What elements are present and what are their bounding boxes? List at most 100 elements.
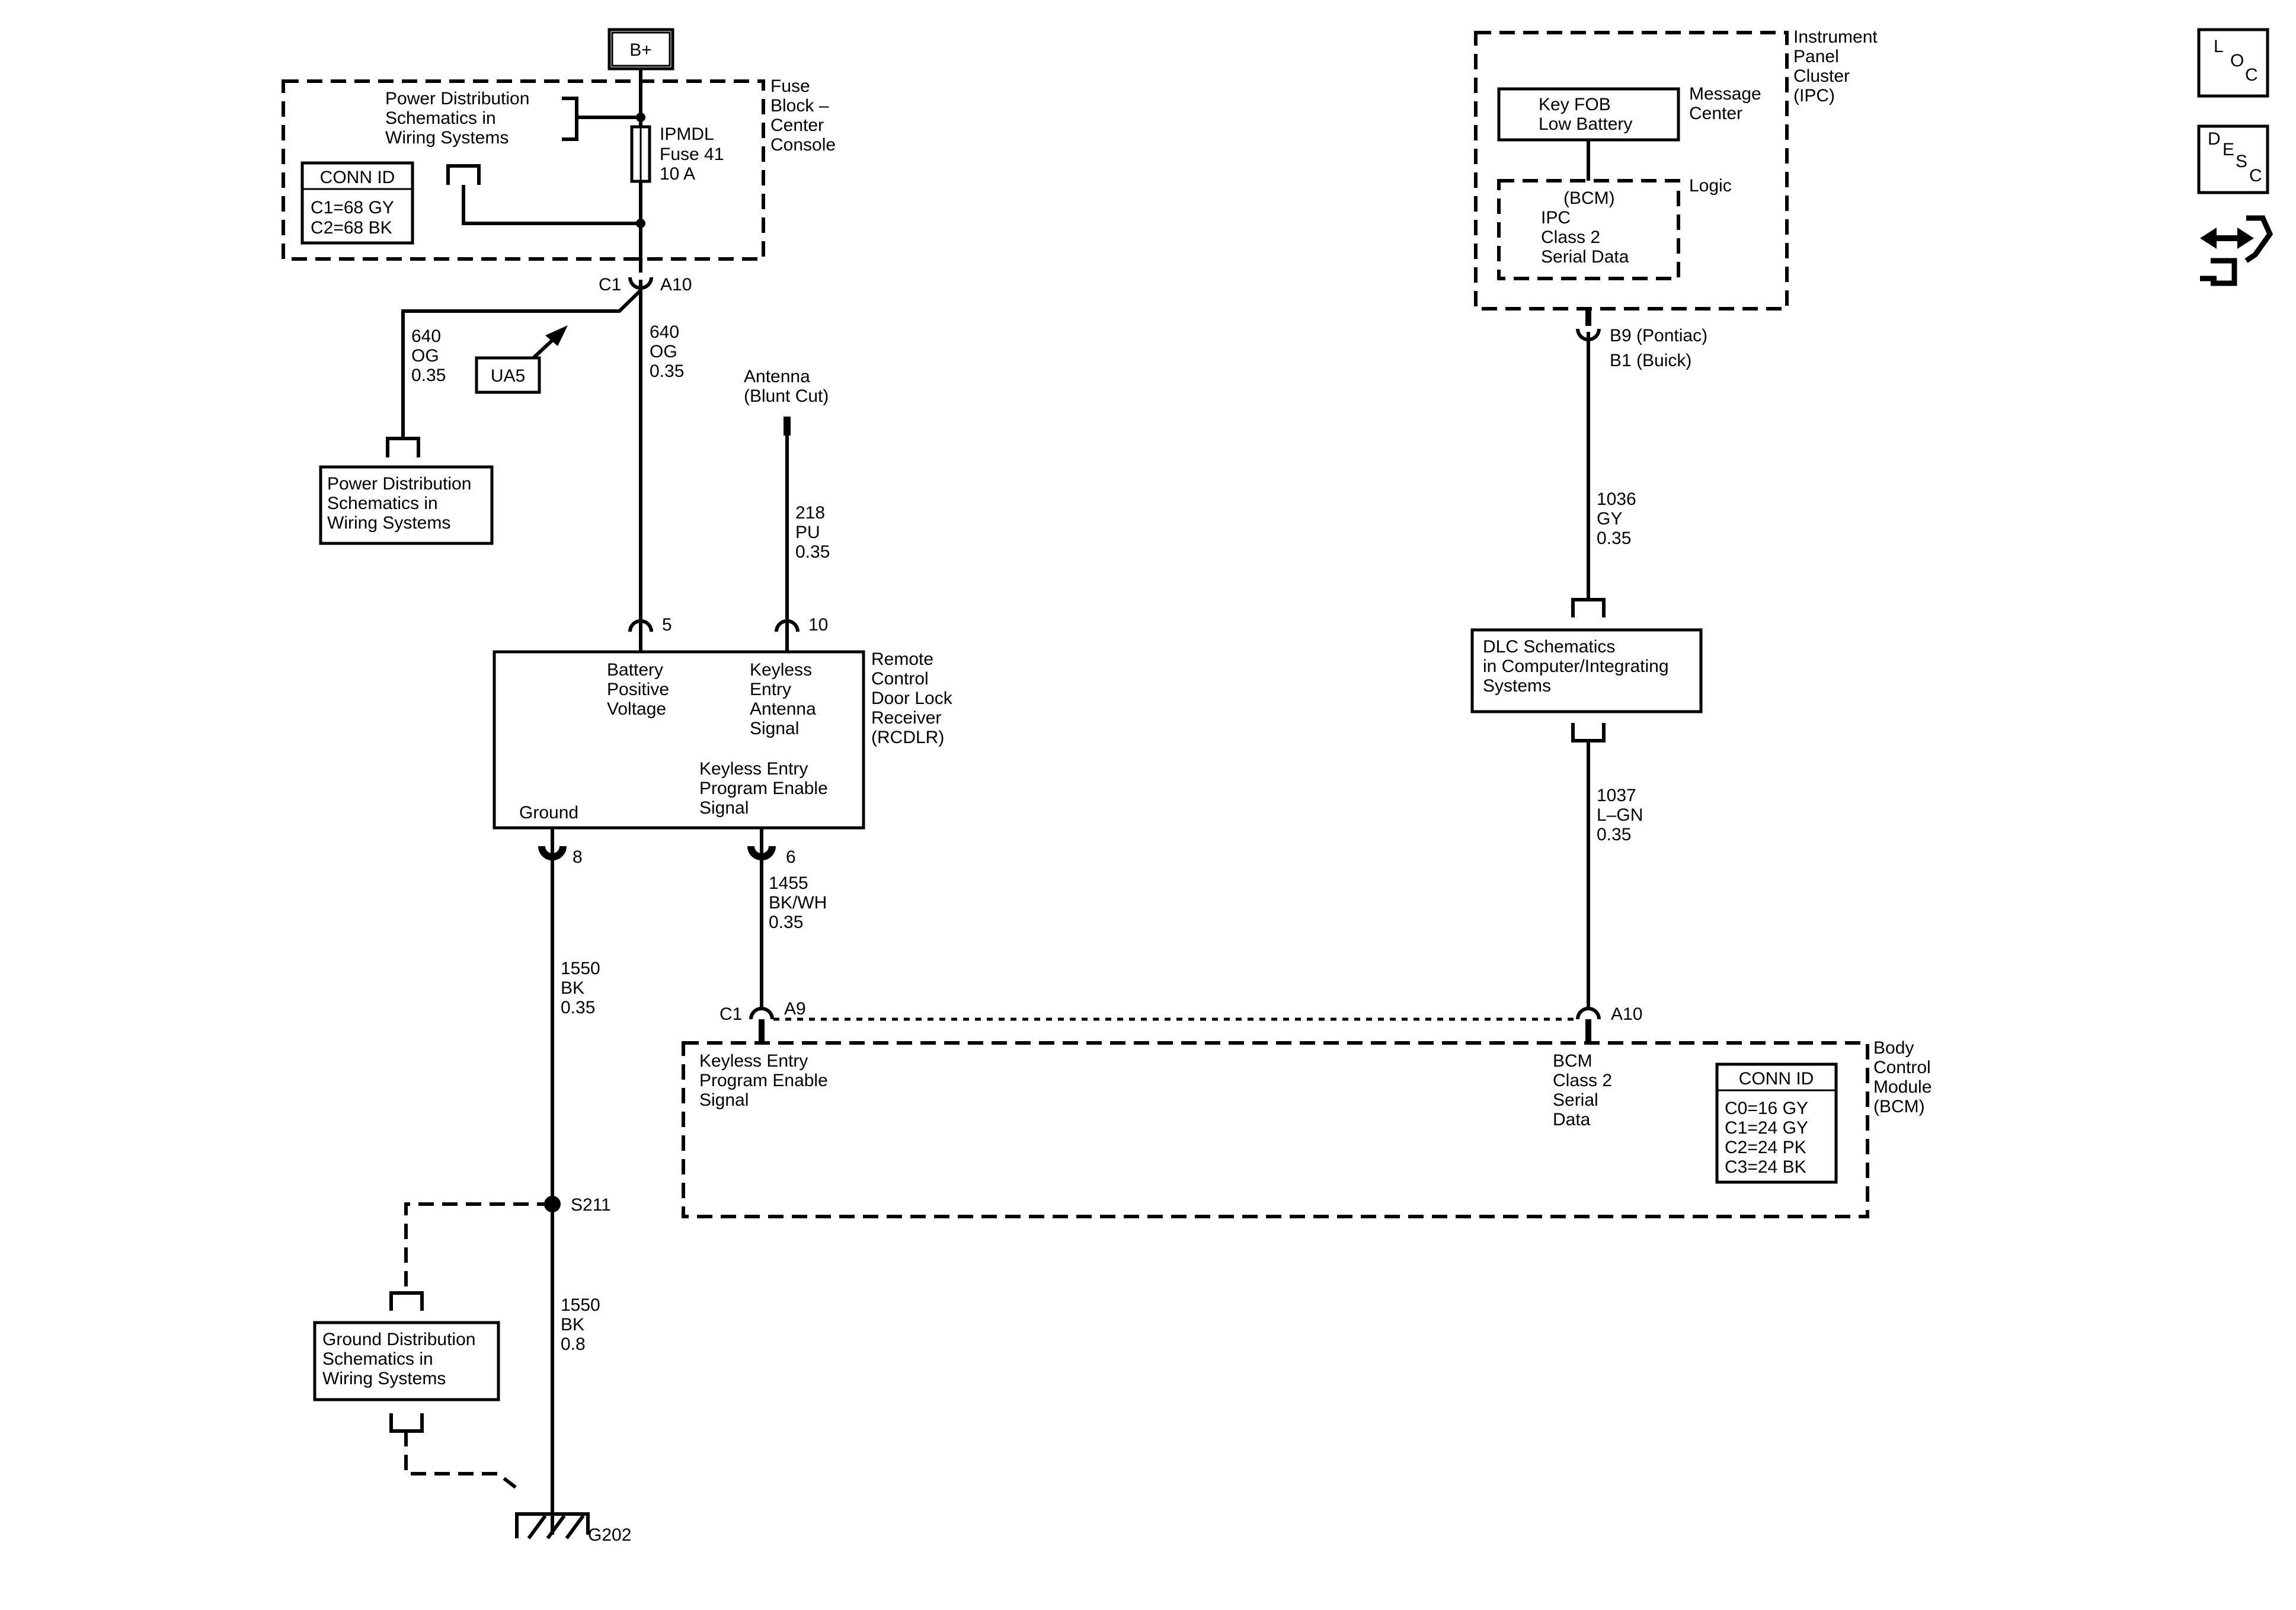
rcdlr-module [493,650,865,830]
svg-text:Instrument: Instrument [1793,27,1878,47]
harness-connector-icon[interactable] [2200,215,2273,286]
svg-text:UA5: UA5 [491,366,525,386]
svg-text:OG: OG [650,342,677,361]
desc-icon[interactable]: D E S C [2197,124,2269,194]
svg-text:Panel: Panel [1793,47,1839,66]
svg-text:Schematics in: Schematics in [322,1349,433,1369]
svg-text:0.35: 0.35 [561,998,595,1017]
rcdlr-ground-label: Ground [519,803,578,822]
wire-1455-label: 1455 BK/WH 0.35 [769,873,827,932]
wire-1550-lower-label: 1550 BK 0.8 [561,1295,600,1354]
message-center-label: Message Center [1689,84,1761,123]
svg-text:BK/WH: BK/WH [769,893,827,913]
svg-text:B9 (Pontiac): B9 (Pontiac) [1610,326,1707,345]
svg-text:Keyless Entry: Keyless Entry [699,759,808,779]
svg-text:Wiring Systems: Wiring Systems [327,513,450,533]
svg-text:Control: Control [1873,1058,1931,1077]
svg-text:Key FOB: Key FOB [1539,95,1611,114]
svg-text:0.35: 0.35 [411,366,446,385]
bcm-class2-label: BCM Class 2 Serial Data [1553,1051,1612,1129]
svg-text:(BCM): (BCM) [1873,1097,1925,1116]
svg-text:Message: Message [1689,84,1761,104]
power-distribution-ref-top: Power Distribution Schematics in Wiring … [385,89,529,148]
svg-text:10: 10 [808,615,828,635]
ipc-outline [1474,31,1789,311]
pin-10-terminal [775,619,800,632]
svg-text:O: O [2230,51,2244,71]
svg-text:Body: Body [1873,1038,1914,1058]
svg-text:Schematics in: Schematics in [327,494,438,513]
svg-text:C3=24 BK: C3=24 BK [1725,1157,1806,1177]
svg-text:Block –: Block – [770,96,829,116]
svg-text:S: S [2236,152,2247,171]
svg-text:10 A: 10 A [660,164,695,184]
ipc-label: Instrument Panel Cluster (IPC) [1793,27,1878,105]
key-fob-low-battery-box: Key FOB Low Battery [1497,87,1680,142]
svg-text:IPMDL: IPMDL [660,124,714,144]
svg-text:CONN ID: CONN ID [320,168,395,187]
svg-text:B1 (Buick): B1 (Buick) [1610,351,1691,370]
logic-label: Logic [1689,176,1732,196]
svg-text:640: 640 [650,322,679,342]
bcm-outline [682,1041,1869,1218]
pin-5-terminal [628,619,653,632]
svg-text:C1: C1 [599,275,621,295]
svg-text:in Computer/Integrating: in Computer/Integrating [1483,657,1669,676]
svg-text:Door Lock: Door Lock [871,689,953,708]
svg-text:1455: 1455 [769,873,808,893]
svg-text:Low Battery: Low Battery [1539,114,1632,134]
svg-text:Center: Center [770,116,824,135]
svg-text:C: C [2249,166,2262,185]
svg-text:Power Distribution: Power Distribution [385,89,529,108]
svg-text:Module: Module [1873,1077,1932,1097]
svg-text:Voltage: Voltage [607,699,666,719]
svg-text:GY: GY [1597,509,1622,529]
svg-text:CONN ID: CONN ID [1739,1069,1814,1089]
svg-text:E: E [2223,140,2234,159]
svg-text:BCM: BCM [1553,1051,1593,1071]
connector-a9 [749,1007,774,1020]
svg-text:Systems: Systems [1483,676,1551,696]
antenna-label: Antenna (Blunt Cut) [744,367,829,406]
svg-text:L: L [2214,37,2224,56]
power-distribution-ref-box: Power Distribution Schematics in Wiring … [319,465,494,545]
svg-text:Keyless: Keyless [750,660,812,680]
ua5-arrow-icon [545,325,568,346]
svg-text:Console: Console [770,135,836,155]
connector-a10-bcm [1576,1007,1601,1020]
svg-text:0.35: 0.35 [1597,529,1631,548]
fuse-block-outline [282,79,765,261]
svg-text:Remote: Remote [871,649,933,669]
svg-text:Class 2: Class 2 [1541,228,1600,247]
svg-text:C2=68 BK: C2=68 BK [311,218,392,238]
loc-icon[interactable]: L O C [2197,28,2269,98]
svg-text:Entry: Entry [750,680,791,699]
svg-text:0.8: 0.8 [561,1334,586,1354]
svg-text:Data: Data [1553,1110,1591,1129]
svg-text:0.35: 0.35 [650,361,684,381]
svg-text:Signal: Signal [699,1090,749,1110]
ref-bracket [562,97,578,141]
bcm-program-enable-label: Keyless Entry Program Enable Signal [699,1051,828,1110]
svg-text:1550: 1550 [561,959,600,978]
fuse-block-conn-id-table: CONN ID C1=68 GY C2=68 BK [300,161,414,245]
svg-text:Positive: Positive [607,680,669,699]
ground-point-label: G202 [588,1525,631,1545]
svg-text:Signal: Signal [750,719,799,738]
rcdlr-antenna-signal-label: Keyless Entry Antenna Signal [750,660,816,738]
dlc-schematics-ref-box: DLC Schematics in Computer/Integrating S… [1470,628,1703,713]
svg-text:8: 8 [573,847,583,867]
svg-text:1036: 1036 [1597,489,1636,509]
svg-text:218: 218 [795,503,825,523]
svg-text:C: C [2245,65,2258,85]
svg-text:Battery: Battery [607,660,663,680]
wire-640-branch [401,289,642,438]
wire-218-label: 218 PU 0.35 [795,503,830,562]
svg-text:C1: C1 [720,1004,742,1024]
svg-text:A9: A9 [784,999,806,1019]
svg-text:IPC: IPC [1541,208,1571,228]
svg-text:Program Enable: Program Enable [699,779,828,798]
battery-source-label: B+ [629,40,652,60]
wire-1036-label: 1036 GY 0.35 [1597,489,1636,548]
svg-text:Control: Control [871,669,929,689]
